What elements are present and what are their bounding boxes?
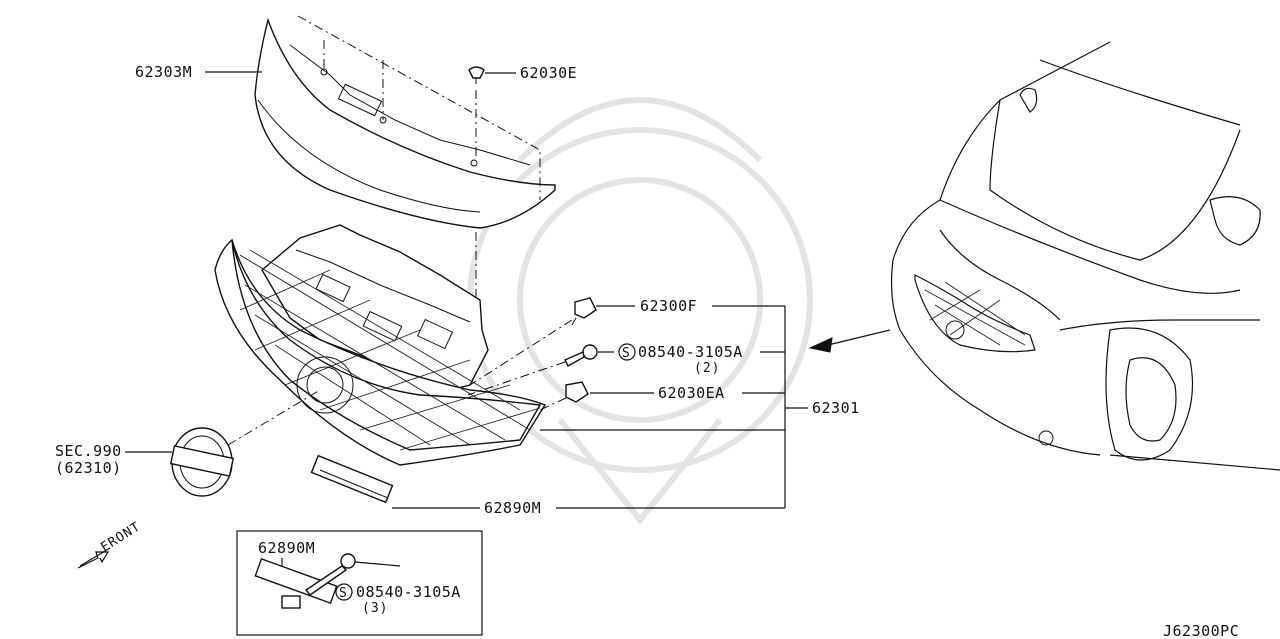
- screw-marker-symbol: S: [618, 343, 636, 361]
- upper-grille-cover-part[interactable]: [254, 17, 556, 229]
- inset-screw-marker: S: [339, 586, 348, 601]
- callout-leader-lines: [125, 71, 808, 509]
- front-grille-assembly-part[interactable]: [214, 238, 547, 466]
- screw-08540-part[interactable]: [564, 344, 598, 367]
- clip-62030e-part[interactable]: [468, 66, 485, 84]
- clip-62030ea-part[interactable]: [565, 381, 589, 403]
- callout-62300f: 62300F: [640, 297, 697, 315]
- callout-62890m: 62890M: [484, 499, 541, 517]
- callout-screw-code: 08540-3105A: [638, 343, 743, 361]
- callout-sec-part: (62310): [55, 459, 122, 477]
- inset-screw-part[interactable]: [304, 553, 356, 596]
- grille-bracket-part[interactable]: [261, 224, 489, 391]
- front-direction-arrow: FRONT: [77, 519, 144, 569]
- callout-sec-ref: SEC.990: [55, 442, 122, 460]
- front-label: FRONT: [98, 519, 143, 555]
- grille-mesh-pattern: [239, 249, 541, 451]
- svg-text:S: S: [622, 346, 631, 361]
- callout-62030ea: 62030EA: [658, 384, 725, 402]
- nissan-emblem-part[interactable]: [169, 389, 321, 497]
- callout-screw-qty: (2): [694, 361, 720, 376]
- callout-62303m: 62303M: [135, 63, 192, 81]
- inset-badge-part[interactable]: [254, 557, 338, 609]
- fastener-dash-lines: [467, 319, 573, 411]
- inset-callout-screw-qty: (3): [362, 601, 388, 616]
- inset-callout-62890m: 62890M: [258, 539, 315, 557]
- vehicle-front-illustration: [890, 41, 1280, 471]
- inset-callout-screw-code: 08540-3105A: [356, 583, 461, 601]
- callout-62301: 62301: [812, 399, 860, 417]
- callout-62030e: 62030E: [520, 64, 577, 82]
- diagram-code: J62300PC: [1163, 622, 1239, 639]
- reference-arrow: [808, 329, 891, 353]
- inset-detail-box: 62890M S 08540-3105A (3): [236, 530, 483, 636]
- watermark-emblem: [467, 97, 813, 525]
- lower-badge-62890m-part[interactable]: [310, 454, 394, 504]
- clip-62300f-part[interactable]: [571, 297, 597, 326]
